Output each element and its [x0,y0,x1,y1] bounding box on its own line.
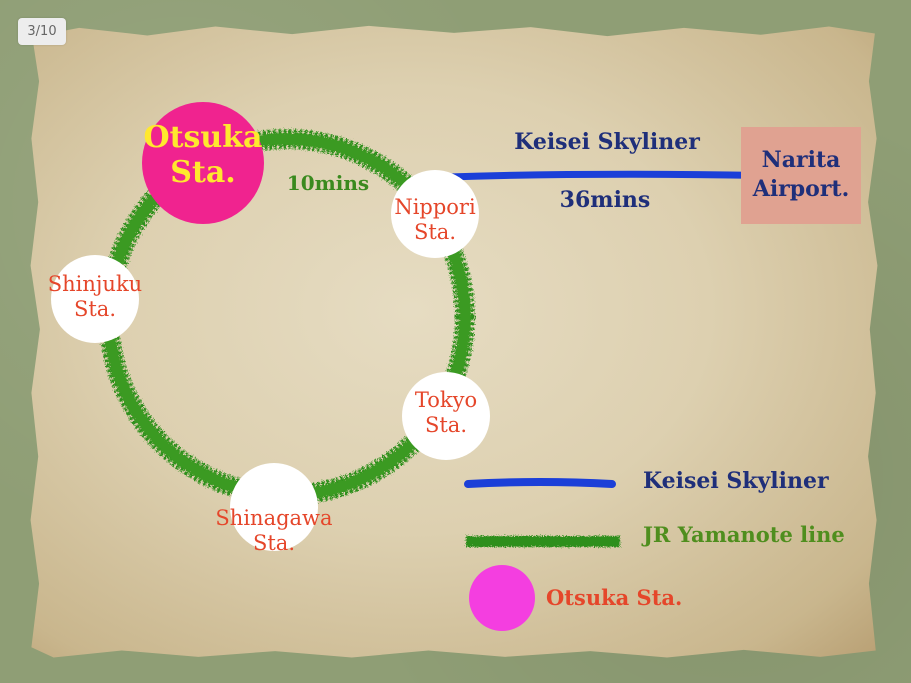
skyliner-time-label: 36mins [559,187,651,213]
shinjuku-label-line2: Sta. [73,296,117,321]
legend-yamanote-line [466,536,620,547]
narita-label-line1: Narita [761,147,841,173]
nippori-label-line2: Sta. [413,219,457,244]
shinagawa-label-line2: Sta. [252,530,296,555]
legend-otsuka-dot [469,565,535,631]
shinjuku-label-line1: Shinjuku [47,272,143,296]
legend-otsuka-text: Otsuka Sta. [546,585,683,610]
shinagawa-label-line1: Shinagawa [215,506,333,530]
tokyo-label-line1: Tokyo [414,388,478,412]
yamanote-time-label: 10mins [286,171,370,195]
nippori-station-label: Nippori Sta. [380,195,490,245]
otsuka-label-line1: Otsuka [143,120,263,155]
page-counter[interactable]: 3/10 [18,18,66,45]
shinagawa-station-label: Shinagawa Sta. [199,506,349,556]
otsuka-label-line2: Sta. [170,154,236,190]
skyliner-route-label: Keisei Skyliner [514,129,700,155]
legend-skyliner-line [464,478,616,488]
legend-yamanote-text: JR Yamanote line [643,522,845,547]
shinjuku-station-marker [51,255,139,343]
otsuka-station-marker [142,102,264,224]
tokyo-station-label: Tokyo Sta. [396,388,496,438]
narita-airport-label: Narita Airport. [741,146,861,203]
legend-skyliner-text: Keisei Skyliner [643,468,829,494]
shinagawa-station-marker [230,463,318,551]
narita-label-line2: Airport. [752,175,850,202]
nippori-label-line1: Nippori [394,195,476,219]
tokyo-station-marker [402,372,490,460]
shinjuku-station-label: Shinjuku Sta. [30,272,160,322]
otsuka-station-label: Otsuka Sta. [142,120,264,190]
narita-airport-box [741,127,861,224]
nippori-station-marker [391,170,479,258]
skyliner-line [444,170,794,181]
tokyo-label-line2: Sta. [424,412,468,437]
